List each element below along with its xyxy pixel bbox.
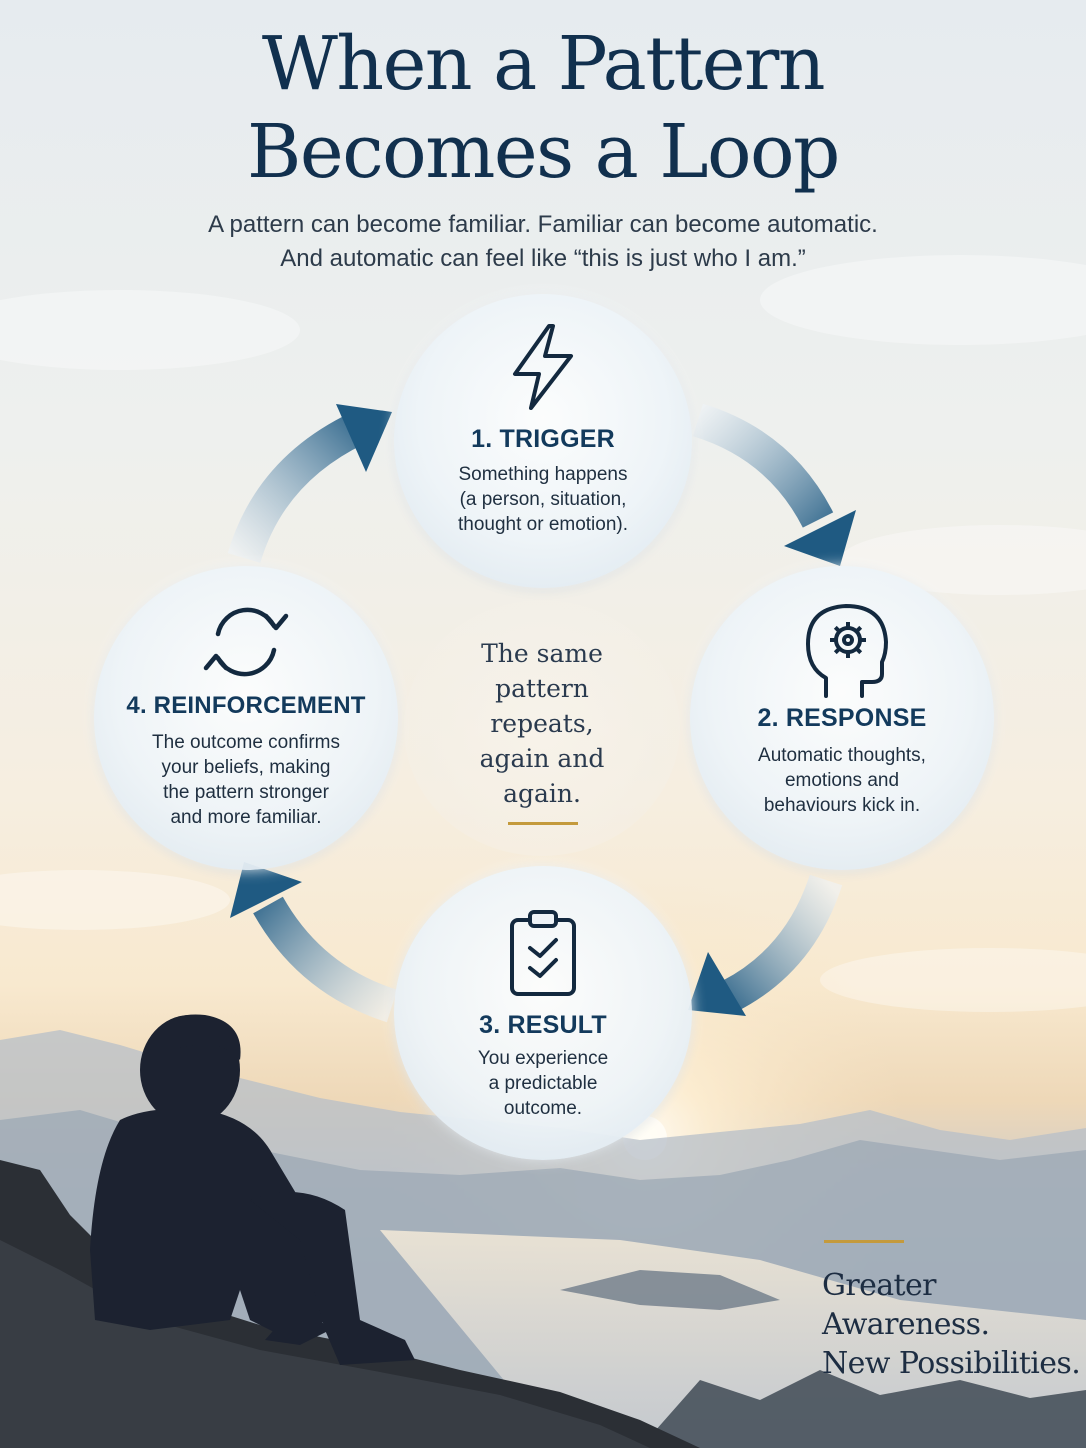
title-line-2: Becomes a Loop xyxy=(247,109,840,195)
tagline: Greater Awareness. New Possibilities. xyxy=(822,1266,1082,1383)
page-title: When a Pattern Becomes a Loop xyxy=(0,20,1086,196)
step-reinforcement-label: 4. REINFORCEMENT xyxy=(126,692,366,719)
refresh-cycle-icon xyxy=(203,607,289,677)
island xyxy=(560,1270,780,1310)
step-response-description: Automatic thoughts, emotions and behavio… xyxy=(690,743,994,818)
step-result-description: You experience a predictable outcome. xyxy=(394,1046,692,1121)
step-response-line-3: behaviours kick in. xyxy=(763,795,921,816)
step-trigger-label: 1. TRIGGER xyxy=(471,425,615,453)
arrow-reinforcement-to-trigger xyxy=(227,404,392,564)
step-result-line-3: outcome. xyxy=(503,1098,583,1119)
step-trigger-description: Something happens (a person, situation, … xyxy=(394,462,692,537)
center-line-1: The same xyxy=(481,639,603,668)
step-reinforcement-line-1: The outcome confirms xyxy=(152,732,340,753)
step-trigger-line-2: (a person, situation, xyxy=(459,489,627,510)
arrow-response-to-result xyxy=(688,874,843,1016)
step-trigger-line-3: thought or emotion). xyxy=(457,514,629,535)
tagline-line-1: Greater xyxy=(822,1268,937,1303)
center-line-5: again. xyxy=(503,779,581,808)
tagline-line-3: New Possibilities. xyxy=(822,1346,1081,1381)
step-reinforcement-description: The outcome confirms your beliefs, makin… xyxy=(94,730,398,830)
subtitle-line-1: A pattern can become familiar. Familiar … xyxy=(208,211,878,238)
step-result-label: 3. RESULT xyxy=(479,1011,607,1039)
clipboard-check-icon xyxy=(510,910,576,996)
center-gold-divider xyxy=(508,822,578,825)
center-line-2: pattern xyxy=(495,674,589,703)
center-line-4: again and xyxy=(479,744,605,773)
step-reinforcement-line-2: your beliefs, making xyxy=(161,757,331,778)
head-gear-icon xyxy=(806,604,888,698)
seated-person-silhouette xyxy=(90,1014,415,1365)
arrow-trigger-to-response xyxy=(692,403,856,566)
tagline-gold-divider xyxy=(824,1240,904,1243)
center-line-3: repeats, xyxy=(490,709,594,738)
tagline-line-2: Awareness. xyxy=(822,1307,990,1342)
step-response-label: 2. RESPONSE xyxy=(757,704,927,732)
step-response-line-2: emotions and xyxy=(784,770,900,791)
lightning-bolt-icon xyxy=(513,324,573,410)
subtitle-line-2: And automatic can feel like “this is jus… xyxy=(280,245,806,272)
center-text: The same pattern repeats, again and agai… xyxy=(404,636,680,811)
step-reinforcement: 4. REINFORCEMENT The outcome confirms yo… xyxy=(94,566,398,870)
subtitle: A pattern can become familiar. Familiar … xyxy=(0,208,1086,276)
step-reinforcement-line-3: the pattern stronger xyxy=(163,782,329,803)
step-trigger: 1. TRIGGER Something happens (a person, … xyxy=(394,294,692,588)
center-message: The same pattern repeats, again and agai… xyxy=(404,600,680,856)
step-result-line-1: You experience xyxy=(477,1048,609,1069)
step-response-line-1: Automatic thoughts, xyxy=(758,745,926,766)
title-line-1: When a Pattern xyxy=(261,21,826,107)
step-result-line-2: a predictable xyxy=(488,1073,598,1094)
rock-texture xyxy=(0,1240,650,1448)
treeline xyxy=(640,1370,1086,1448)
arrow-result-to-reinforcement xyxy=(230,862,398,1023)
step-trigger-line-1: Something happens xyxy=(458,464,628,485)
step-response: 2. RESPONSE Automatic thoughts, emotions… xyxy=(690,566,994,870)
step-reinforcement-line-4: and more familiar. xyxy=(170,807,322,828)
step-result: 3. RESULT You experience a predictable o… xyxy=(394,866,692,1160)
